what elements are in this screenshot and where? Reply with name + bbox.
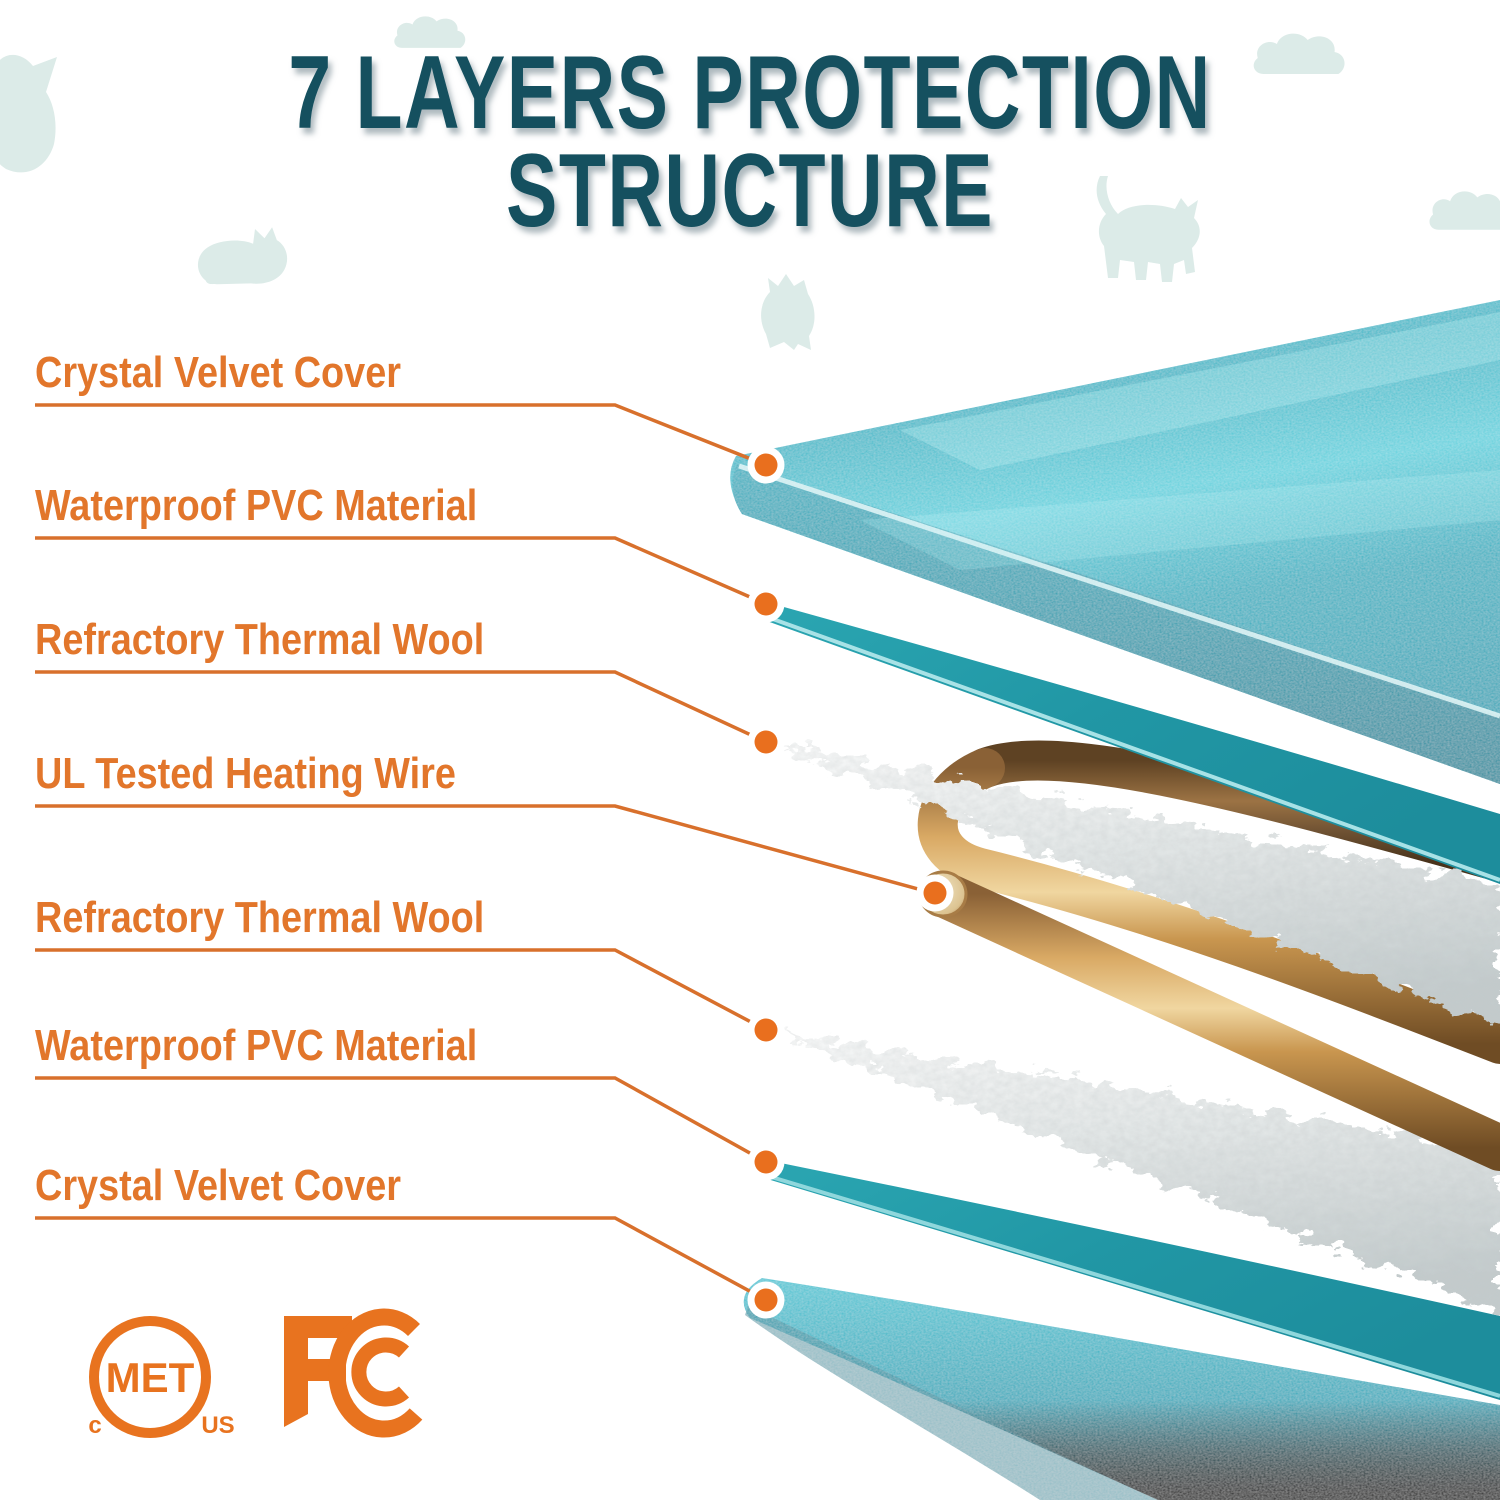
label-crystal-velvet-cover-2: Crystal Velvet Cover [35, 1161, 401, 1210]
leader-line-3 [35, 670, 767, 744]
leader-dots [747, 446, 954, 1319]
fcc-logo-icon [284, 1308, 423, 1438]
cloud-icon [394, 16, 466, 48]
layer-velvet-top [730, 300, 1500, 784]
leader-line-2 [35, 536, 767, 606]
walking-cat-icon [1096, 176, 1200, 282]
label-waterproof-pvc-1: Waterproof PVC Material [35, 481, 478, 530]
layer-wool-top [768, 742, 1500, 1026]
cloud-icon [1429, 191, 1500, 230]
fcc-f-glyph [284, 1316, 352, 1427]
layer-stack [730, 300, 1500, 1500]
lying-cat-icon [197, 227, 288, 285]
dot-3 [747, 723, 785, 761]
layer-wool-bottom [768, 1030, 1500, 1313]
title-line-1: 7 LAYERS PROTECTION [288, 35, 1212, 151]
leader-lines [35, 403, 930, 1302]
dot-6 [747, 1143, 785, 1181]
leader-line-6 [35, 1076, 767, 1164]
layer-pvc-bottom [758, 1160, 1500, 1400]
dot-4 [916, 874, 954, 912]
label-waterproof-pvc-2: Waterproof PVC Material [35, 1021, 478, 1070]
met-c-text: c [88, 1412, 101, 1439]
leader-line-7 [35, 1216, 767, 1302]
leader-line-4 [35, 804, 930, 894]
label-heating-wire: UL Tested Heating Wire [35, 749, 456, 798]
cat-head-icon [0, 55, 57, 173]
leader-line-1 [35, 403, 767, 467]
layer-velvet-bottom [743, 1278, 1500, 1500]
sitting-cat-icon [761, 274, 815, 350]
wire-hairpin [917, 748, 1500, 1064]
dot-1 [747, 446, 785, 484]
met-logo: MET c US [88, 1316, 235, 1439]
title-line-2: STRUCTURE [506, 133, 994, 249]
dot-2 [747, 585, 785, 623]
wire-capped-tube [920, 871, 1500, 1171]
label-crystal-velvet-cover-1: Crystal Velvet Cover [35, 348, 401, 397]
leader-line-5 [35, 948, 767, 1032]
fcc-outer-c-glyph [328, 1308, 423, 1438]
fcc-inner-c-glyph [351, 1337, 410, 1407]
layer-pvc-top [758, 602, 1500, 884]
met-text: MET [106, 1354, 195, 1401]
page-title: 7 LAYERS PROTECTION STRUCTURE [0, 35, 1500, 249]
dot-7 [747, 1281, 785, 1319]
dot-5 [747, 1011, 785, 1049]
met-circle-icon [89, 1316, 211, 1438]
label-thermal-wool-1: Refractory Thermal Wool [35, 615, 485, 664]
met-us-text: US [201, 1412, 234, 1439]
background-decor [0, 16, 1500, 350]
label-thermal-wool-2: Refractory Thermal Wool [35, 893, 485, 942]
cloud-icon [1253, 33, 1345, 74]
